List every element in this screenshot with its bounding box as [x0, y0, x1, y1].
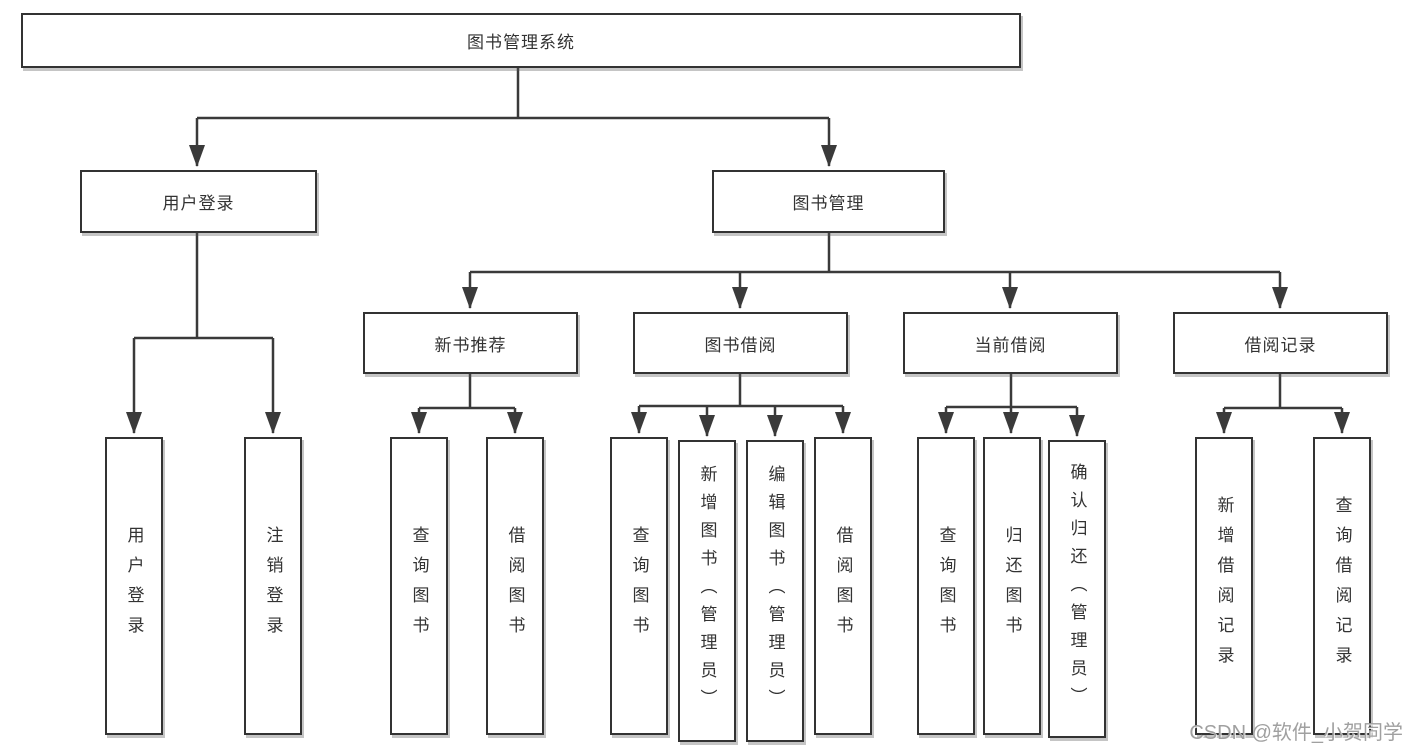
- leaf-records-query-record-label: 查询借阅记录: [1332, 496, 1352, 676]
- node-book-management: 图书管理: [712, 170, 945, 233]
- leaf-recommend-query-book: 查询图书: [390, 437, 448, 735]
- leaf-recommend-borrow-book-label: 借阅图书: [505, 526, 525, 646]
- leaf-recommend-borrow-book: 借阅图书: [486, 437, 544, 735]
- leaf-current-confirm-return-admin: 确认归还（管理员）: [1048, 440, 1106, 738]
- leaf-records-query-record: 查询借阅记录: [1313, 437, 1371, 735]
- leaf-current-query-book: 查询图书: [917, 437, 975, 735]
- leaf-recommend-query-book-label: 查询图书: [409, 526, 429, 646]
- leaf-current-query-book-label: 查询图书: [936, 526, 956, 646]
- leaf-current-return-book-label: 归还图书: [1002, 526, 1022, 646]
- leaf-borrowing-edit-book-admin-label: 编辑图书（管理员）: [765, 465, 785, 717]
- watermark-text: CSDN @软件_小贺同学: [1189, 722, 1403, 744]
- leaf-records-add-record-label: 新增借阅记录: [1214, 496, 1234, 676]
- leaf-user-login: 用户登录: [105, 437, 163, 735]
- leaf-logout-label: 注销登录: [263, 526, 283, 646]
- node-new-book-recommend: 新书推荐: [363, 312, 578, 374]
- leaf-borrowing-borrow-book-label: 借阅图书: [833, 526, 853, 646]
- node-book-borrowing-label: 图书借阅: [704, 335, 777, 355]
- leaf-current-confirm-return-admin-label: 确认归还（管理员）: [1067, 463, 1087, 715]
- node-root: 图书管理系统: [21, 13, 1021, 68]
- leaf-borrowing-add-book-admin-label: 新增图书（管理员）: [697, 465, 717, 717]
- leaf-user-login-label: 用户登录: [124, 526, 144, 646]
- node-book-borrowing: 图书借阅: [633, 312, 848, 374]
- node-borrowing-records: 借阅记录: [1173, 312, 1388, 374]
- leaf-logout: 注销登录: [244, 437, 302, 735]
- leaf-borrowing-edit-book-admin: 编辑图书（管理员）: [746, 440, 804, 742]
- node-user-login: 用户登录: [80, 170, 317, 233]
- leaf-records-add-record: 新增借阅记录: [1195, 437, 1253, 735]
- node-user-login-label: 用户登录: [162, 194, 235, 213]
- leaf-current-return-book: 归还图书: [983, 437, 1041, 735]
- leaf-borrowing-query-book-label: 查询图书: [629, 526, 649, 646]
- node-new-book-recommend-label: 新书推荐: [434, 335, 507, 355]
- leaf-borrowing-borrow-book: 借阅图书: [814, 437, 872, 735]
- node-current-borrowing: 当前借阅: [903, 312, 1118, 374]
- leaf-borrowing-query-book: 查询图书: [610, 437, 668, 735]
- node-current-borrowing-label: 当前借阅: [974, 335, 1047, 355]
- node-root-label: 图书管理系统: [467, 33, 575, 52]
- node-book-management-label: 图书管理: [792, 194, 865, 213]
- node-borrowing-records-label: 借阅记录: [1244, 335, 1317, 355]
- leaf-borrowing-add-book-admin: 新增图书（管理员）: [678, 440, 736, 742]
